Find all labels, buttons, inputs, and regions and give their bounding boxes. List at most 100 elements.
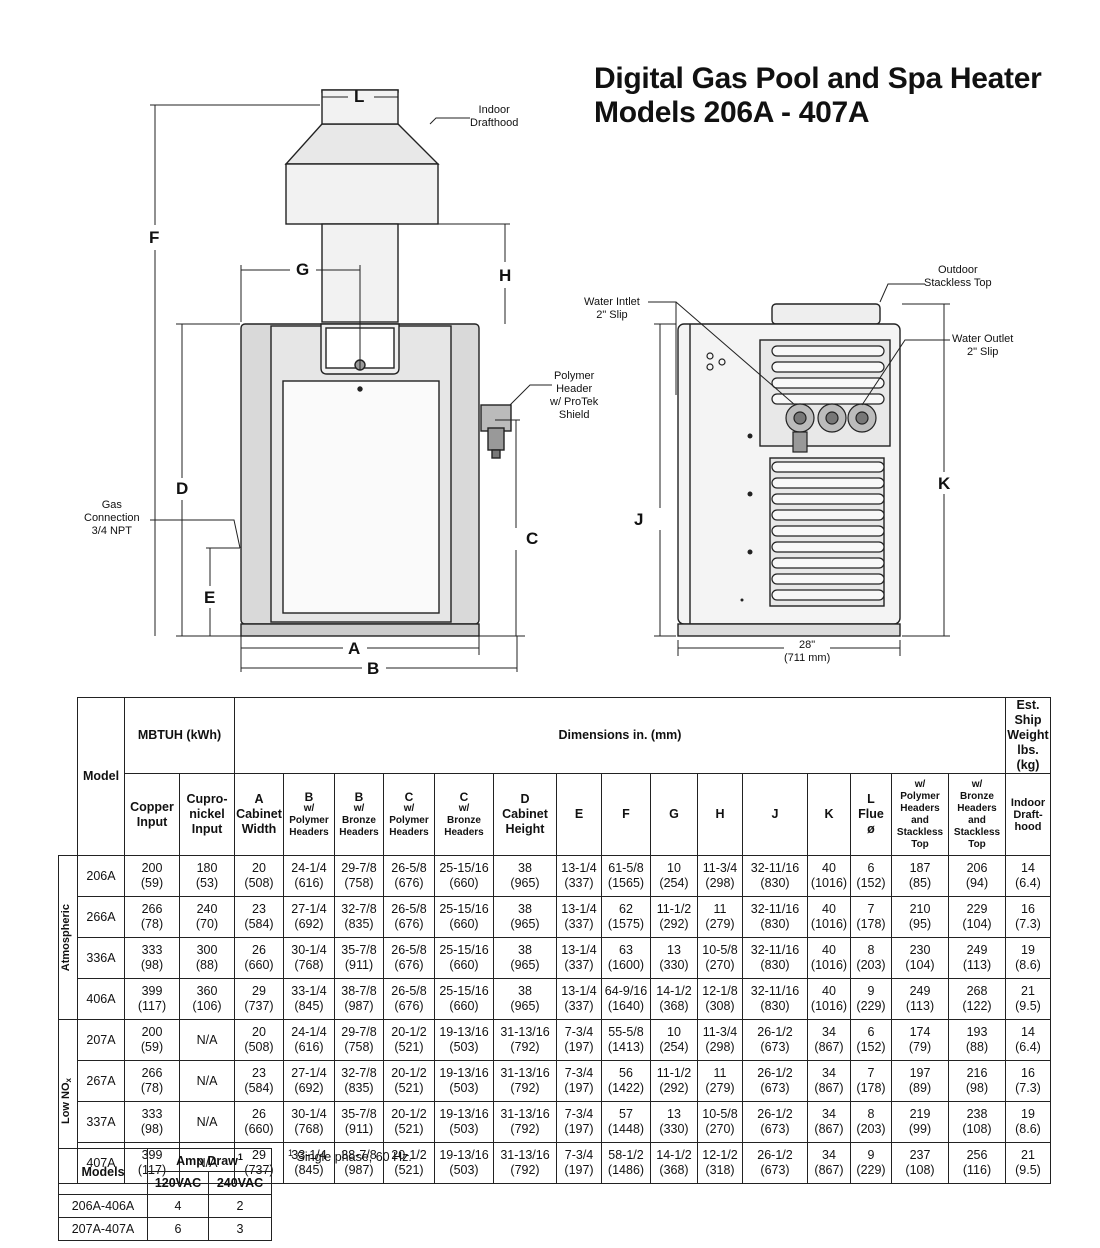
dim-F: F	[149, 228, 160, 247]
table-cell: 26-5/8(676)	[383, 855, 435, 897]
table-cell: 230(104)	[891, 937, 949, 979]
col-H: H	[697, 773, 743, 856]
table-cell: 38-7/8(987)	[334, 978, 384, 1020]
table-cell-model: 207A	[77, 1019, 125, 1061]
table-cell: 27-1/4(692)	[283, 1060, 335, 1102]
table-cell: 23(584)	[234, 1060, 284, 1102]
dim-H: H	[499, 266, 512, 285]
dim-K: K	[938, 474, 951, 493]
table-cell: 29-7/8(758)	[334, 1019, 384, 1061]
table-cell: 12-1/8(308)	[697, 978, 743, 1020]
water-inlet-label: Water Intlet 2" Slip	[584, 296, 640, 321]
table-cell: 26(660)	[234, 937, 284, 979]
dim-D: D	[176, 479, 189, 498]
table-cell: 33-1/4(845)	[283, 1142, 335, 1184]
table-cell: 30-1/4(768)	[283, 937, 335, 979]
table-cell: 210(95)	[891, 896, 949, 938]
table-cell: 7-3/4(197)	[556, 1101, 602, 1143]
group-weight: Est. Ship Weight lbs. (kg)	[1005, 697, 1051, 774]
table-cell: 34(867)	[807, 1101, 851, 1143]
amp-col-120: 120VAC	[147, 1171, 209, 1195]
table-cell-model: 336A	[77, 937, 125, 979]
table-cell: 58-1/2(1486)	[601, 1142, 651, 1184]
polymer-header	[480, 404, 512, 432]
table-cell: N/A	[179, 1019, 235, 1061]
side-width-label: 28" (711 mm)	[784, 639, 831, 665]
table-cell: 266(78)	[124, 1060, 180, 1102]
amp-row-240: 2	[208, 1194, 272, 1218]
table-cell: 34(867)	[807, 1019, 851, 1061]
table-cell: 11-3/4(298)	[697, 1019, 743, 1061]
water-outlet-label: Water Outlet 2" Slip	[952, 333, 1014, 358]
table-cell: 16(7.3)	[1005, 896, 1051, 938]
table-cell: 25-15/16(660)	[434, 896, 494, 938]
table-cell-model: 266A	[77, 896, 125, 938]
table-cell: 11-1/2(292)	[650, 896, 698, 938]
table-cell: 31-13/16(792)	[493, 1101, 557, 1143]
table-cell: 29-7/8(758)	[334, 855, 384, 897]
table-cell: 193(88)	[948, 1019, 1006, 1061]
table-cell: 19(8.6)	[1005, 937, 1051, 979]
table-cell: 7(178)	[850, 896, 892, 938]
table-cell: 9(229)	[850, 978, 892, 1020]
table-cell: 10(254)	[650, 1019, 698, 1061]
page-title: Digital Gas Pool and Spa Heater Models 2…	[594, 62, 1042, 130]
table-cell: 200(59)	[124, 855, 180, 897]
col-J: J	[742, 773, 808, 856]
table-cell: 13-1/4(337)	[556, 855, 602, 897]
table-cell: 7(178)	[850, 1060, 892, 1102]
table-cell: 8(203)	[850, 937, 892, 979]
table-cell: 35-7/8(911)	[334, 1101, 384, 1143]
outdoor-top-label: Outdoor Stackless Top	[924, 264, 992, 289]
amp-row-120: 4	[147, 1194, 209, 1218]
table-cell: 40(1016)	[807, 855, 851, 897]
front-base	[240, 623, 480, 637]
table-cell: 38(965)	[493, 937, 557, 979]
table-cell: 187(85)	[891, 855, 949, 897]
footnote: 1 Single phase, 60 Hz.	[288, 1148, 412, 1165]
amp-row-120: 6	[147, 1217, 209, 1241]
table-cell: 20(508)	[234, 855, 284, 897]
group-dims: Dimensions in. (mm)	[234, 697, 1006, 774]
amp-row-model: 207A-407A	[58, 1217, 148, 1241]
table-cell: 24-1/4(616)	[283, 1019, 335, 1061]
indoor-drafthood-label: Indoor Drafthood	[470, 104, 519, 129]
table-cell: 7-3/4(197)	[556, 1060, 602, 1102]
table-cell: 180(53)	[179, 855, 235, 897]
dim-E: E	[204, 588, 216, 607]
dim-B: B	[367, 659, 380, 678]
table-cell: 19-13/16(503)	[434, 1101, 494, 1143]
table-cell-model: 406A	[77, 978, 125, 1020]
table-cell: 8(203)	[850, 1101, 892, 1143]
table-cell: 7-3/4(197)	[556, 1142, 602, 1184]
table-cell: 10-5/8(270)	[697, 937, 743, 979]
amp-row-240: 3	[208, 1217, 272, 1241]
table-cell: 38(965)	[493, 978, 557, 1020]
table-cell: 256(116)	[948, 1142, 1006, 1184]
table-cell: 7-3/4(197)	[556, 1019, 602, 1061]
table-cell: 26-1/2(673)	[742, 1101, 808, 1143]
amp-col-models: Models	[58, 1148, 148, 1195]
table-cell: 238(108)	[948, 1101, 1006, 1143]
table-cell: 26-1/2(673)	[742, 1019, 808, 1061]
table-cell: 32-11/16(830)	[742, 978, 808, 1020]
dim-C: C	[526, 529, 539, 548]
drafthood-body	[285, 163, 439, 225]
table-cell: 11(279)	[697, 896, 743, 938]
table-cell: 31-13/16(792)	[493, 1019, 557, 1061]
table-cell: 33-1/4(845)	[283, 978, 335, 1020]
table-cell: 25-15/16(660)	[434, 978, 494, 1020]
table-cell: 25-15/16(660)	[434, 937, 494, 979]
table-cell: N/A	[179, 1060, 235, 1102]
table-cell: 32-7/8(835)	[334, 1060, 384, 1102]
dim-J: J	[634, 510, 644, 529]
table-cell: 21(9.5)	[1005, 978, 1051, 1020]
table-cell: 197(89)	[891, 1060, 949, 1102]
